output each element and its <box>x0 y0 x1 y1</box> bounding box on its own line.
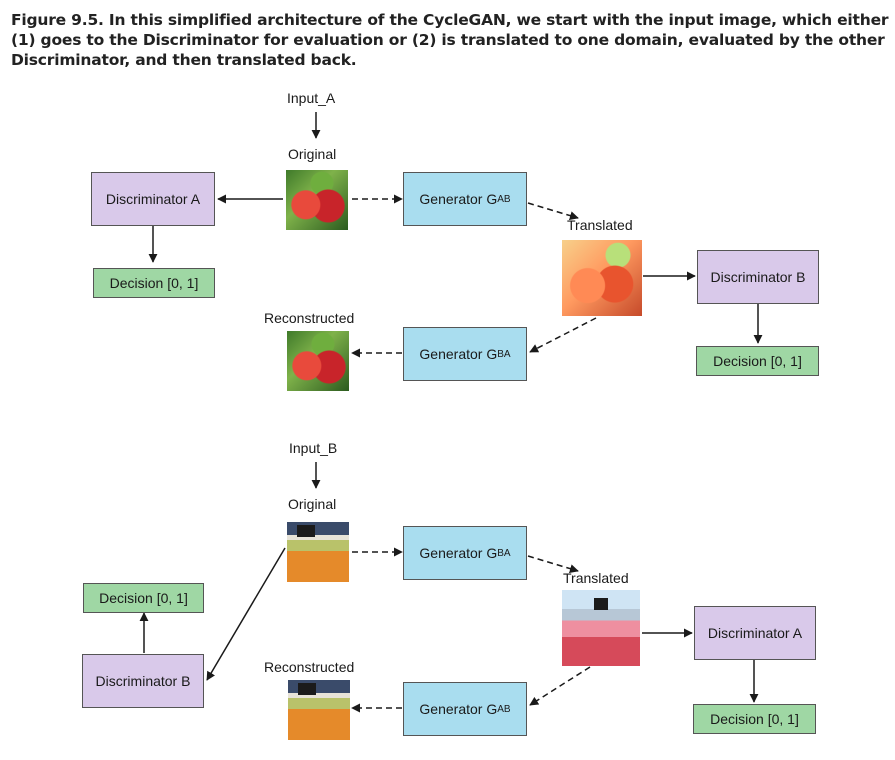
discriminator-a-box-bottom: Discriminator A <box>694 606 816 660</box>
reconstructed-apple-image <box>287 331 349 391</box>
reconstructed-a-label: Reconstructed <box>264 310 355 326</box>
generator-ab-label: Generator G <box>419 191 498 207</box>
arrow-generator-ab-to-translated <box>527 202 579 220</box>
figure-caption: Figure 9.5. In this simplified architect… <box>11 11 889 69</box>
generator-ba-subscript: BA <box>497 348 511 360</box>
generator-ba-subscript-bottom: BA <box>497 547 511 559</box>
arrow-translated-to-generator-ba <box>529 317 597 353</box>
discriminator-a-box: Discriminator A <box>91 172 215 226</box>
arrow-original-to-discriminator-b <box>206 547 286 681</box>
reconstructed-market-image <box>288 680 350 740</box>
translated-apple-image <box>562 240 642 316</box>
decision-b-box-bottom: Decision [0, 1] <box>83 583 204 613</box>
decision-a-box: Decision [0, 1] <box>93 268 215 298</box>
generator-ab-subscript: AB <box>497 193 511 205</box>
discriminator-b-box-bottom: Discriminator B <box>82 654 204 708</box>
generator-ba-label-bottom: Generator G <box>419 545 498 561</box>
reconstructed-b-label: Reconstructed <box>264 659 355 675</box>
original-apple-image <box>286 170 348 230</box>
original-a-label: Original <box>288 146 337 162</box>
arrow-translated-to-generator-ab <box>529 666 591 706</box>
discriminator-b-box: Discriminator B <box>697 250 819 304</box>
input-a-label: Input_A <box>287 90 336 106</box>
original-market-image <box>287 522 349 582</box>
generator-ba-label: Generator G <box>419 346 498 362</box>
input-b-label: Input_B <box>289 440 338 456</box>
translated-b-label: Translated <box>563 570 629 586</box>
generator-ab-subscript-bottom: AB <box>497 703 511 715</box>
translated-market-image <box>562 590 640 666</box>
decision-a-box-bottom: Decision [0, 1] <box>693 704 816 734</box>
original-b-label: Original <box>288 496 337 512</box>
decision-b-box: Decision [0, 1] <box>696 346 819 376</box>
arrow-generator-ba-to-translated <box>527 555 579 573</box>
generator-ab-label-bottom: Generator G <box>419 701 498 717</box>
translated-a-label: Translated <box>567 217 633 233</box>
